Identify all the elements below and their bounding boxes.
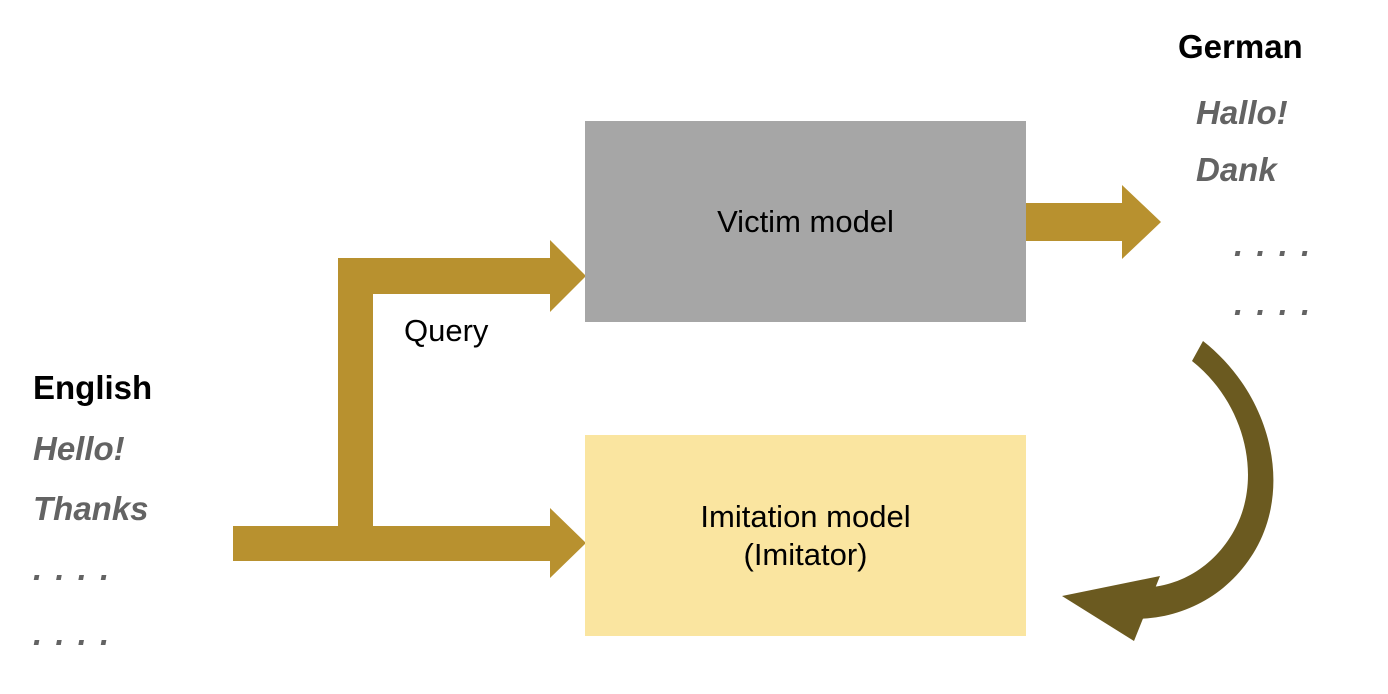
target-ellipsis-1: . . . . — [1234, 226, 1313, 263]
arrow-victim-output — [1026, 185, 1161, 259]
imitation-model-box[interactable]: Imitation model (Imitator) — [585, 435, 1026, 636]
source-sample-1: Hello! — [33, 430, 125, 467]
query-edge-label: Query — [404, 313, 489, 348]
target-sample-2: Dank — [1196, 151, 1277, 188]
imitation-model-label-wrap: Imitation model (Imitator) — [700, 498, 910, 574]
curved-arrow-icon — [1120, 341, 1274, 619]
feedback-loop-arrow — [1062, 341, 1274, 641]
curved-arrow-head-icon — [1062, 576, 1160, 641]
victim-model-box[interactable]: Victim model — [585, 121, 1026, 322]
target-column-heading: German — [1178, 28, 1303, 65]
source-sample-2: Thanks — [33, 490, 149, 527]
arrow-shaft-to-imitation — [233, 508, 586, 578]
imitation-model-label-line1: Imitation model — [700, 498, 911, 534]
victim-model-label: Victim model — [717, 203, 894, 239]
target-sample-1: Hallo! — [1196, 94, 1288, 131]
source-ellipsis-1: . . . . — [33, 550, 112, 587]
arrow-riser-vertical — [338, 258, 373, 538]
branch-arrow-group — [233, 240, 586, 578]
source-ellipsis-2: . . . . — [33, 615, 112, 652]
arrow-shaft-to-victim — [338, 240, 586, 312]
source-column-heading: English — [33, 369, 153, 406]
imitation-model-label-line2: (Imitator) — [743, 536, 868, 572]
target-ellipsis-2: . . . . — [1234, 285, 1313, 322]
